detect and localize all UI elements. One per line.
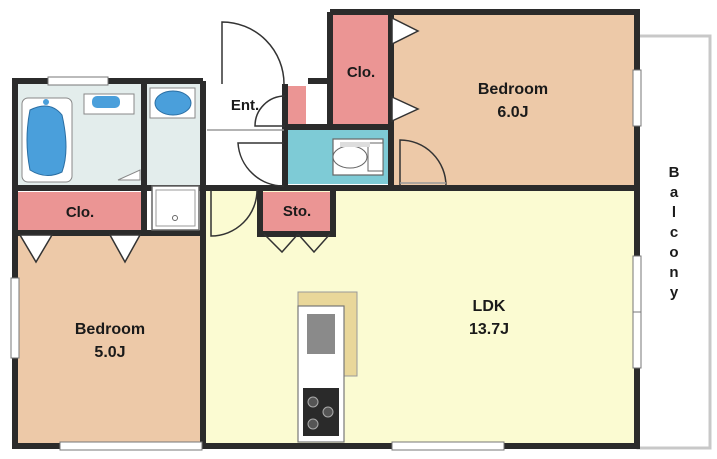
closet-door-triangles: [18, 16, 420, 264]
walls: [12, 9, 640, 449]
bath-sink: [83, 93, 141, 181]
windows: [10, 69, 642, 451]
balcony-area: [636, 34, 712, 450]
balcony-letter: n: [669, 264, 678, 281]
room-bedroom-large: [393, 14, 635, 186]
bedroom-large-name: Bedroom: [478, 81, 548, 98]
room-entrance: [205, 84, 285, 186]
room-entrance-shoe-closet: [287, 86, 306, 126]
bedroom-small-name: Bedroom: [75, 321, 145, 338]
washing-machine-pan: [151, 185, 200, 231]
balcony-label: B a l c o n y: [669, 164, 680, 301]
toilet-fixture: [332, 138, 384, 176]
entrance-label: Ent.: [231, 97, 259, 114]
bedroom-large-size: 6.0J: [497, 104, 528, 121]
washroom-sink: [149, 87, 196, 119]
closet-left-label: Clo.: [66, 204, 94, 221]
balcony-letter: y: [670, 284, 679, 301]
balcony-letter: B: [669, 164, 680, 181]
room-closet-left: [18, 192, 142, 232]
bathtub: [21, 97, 73, 183]
ldk-size: 13.7J: [469, 321, 509, 338]
doors: [210, 21, 447, 254]
bedroom-small-size: 5.0J: [94, 344, 125, 361]
ldk-name: LDK: [473, 298, 506, 315]
balcony-letter: a: [670, 184, 679, 201]
balcony-letter: c: [670, 224, 678, 241]
closet-top-label: Clo.: [347, 64, 375, 81]
room-closet-top: [333, 14, 390, 126]
balcony-letter: o: [669, 244, 678, 261]
balcony-letter: l: [672, 204, 676, 221]
room-storage: [262, 192, 332, 232]
kitchen-counter: [297, 291, 358, 443]
storage-label: Sto.: [283, 203, 311, 220]
room-bedroom-small: [18, 235, 202, 443]
